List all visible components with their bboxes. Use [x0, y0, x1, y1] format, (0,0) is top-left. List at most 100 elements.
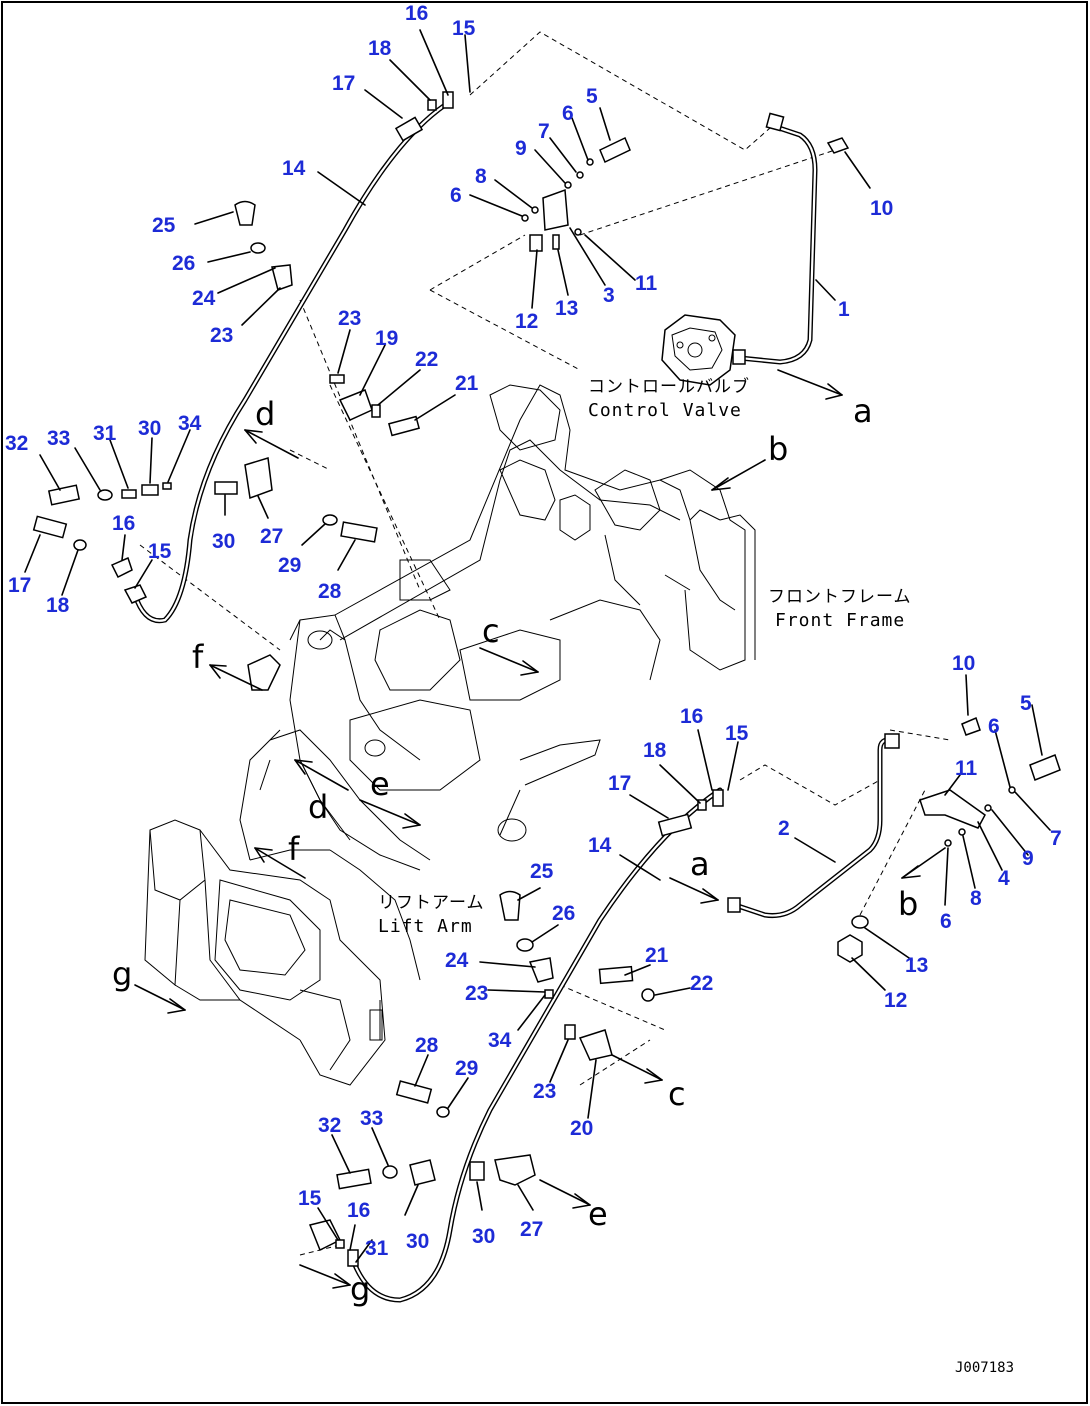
- callout-number: 2: [778, 817, 790, 840]
- callout-number: 7: [1050, 827, 1062, 850]
- callout-number: 17: [8, 574, 31, 597]
- drawing-code: J007183: [955, 1360, 1014, 1376]
- control-valve-label-en: Control Valve: [588, 400, 742, 421]
- callout-number: 23: [465, 982, 488, 1005]
- callout-number: 6: [940, 910, 952, 933]
- callout-number: 30: [472, 1225, 495, 1248]
- callout-number: 15: [452, 17, 476, 40]
- callout-number: 1: [838, 298, 850, 321]
- callout-number: 10: [952, 652, 975, 675]
- callout-number: 23: [533, 1080, 556, 1103]
- arrow-letter: c: [668, 1075, 686, 1113]
- lift-arm-drawing: [144, 729, 431, 1086]
- callout-number: 12: [515, 310, 538, 333]
- callout-number: 16: [112, 512, 135, 535]
- callout-number: 8: [475, 165, 487, 188]
- callout-number: 24: [445, 949, 469, 972]
- callout-number: 24: [192, 287, 216, 310]
- callout-number: 9: [1022, 847, 1034, 870]
- callout-number: 31: [365, 1237, 389, 1260]
- tube-2: [727, 716, 981, 918]
- hardware-right: [837, 754, 1061, 963]
- lift-arm-label-en: Lift Arm: [378, 916, 473, 937]
- callout-number: 33: [360, 1107, 383, 1130]
- callout-number: 33: [47, 427, 70, 450]
- callout-number: 5: [1020, 692, 1032, 715]
- callout-number: 15: [298, 1187, 322, 1210]
- callout-number: 18: [368, 37, 392, 60]
- callout-number: 4: [998, 867, 1010, 890]
- callout-number: 23: [210, 324, 233, 347]
- callout-number: 31: [93, 422, 117, 445]
- callout-number: 12: [884, 989, 907, 1012]
- callout-number: 14: [588, 834, 612, 857]
- callout-number: 30: [212, 530, 235, 553]
- callout-number: 8: [970, 887, 982, 910]
- callout-number: 27: [260, 525, 283, 548]
- callout-number: 26: [172, 252, 195, 275]
- front-frame-drawing: [289, 384, 756, 842]
- callout-number: 15: [725, 722, 749, 745]
- callout-number: 16: [405, 2, 428, 25]
- callout-number: 28: [318, 580, 342, 603]
- arrow-letter: e: [370, 765, 390, 803]
- hardware-left: [32, 457, 378, 691]
- callout-number: 25: [530, 860, 554, 883]
- callout-number: 29: [455, 1057, 478, 1080]
- callout-number: 11: [955, 757, 978, 780]
- callout-number: 17: [608, 772, 631, 795]
- arrow-letters: a b d c f d e f a b c g e g: [112, 392, 918, 1308]
- callout-number: 34: [178, 412, 202, 435]
- callout-number: 29: [278, 554, 301, 577]
- callout-number: 6: [562, 102, 574, 125]
- arrow-letter: b: [898, 885, 918, 923]
- callout-number: 6: [988, 715, 1000, 738]
- hardware-lower: [308, 789, 724, 1267]
- callout-number: 10: [870, 197, 893, 220]
- callout-number: 20: [570, 1117, 593, 1140]
- arrow-letter: f: [192, 638, 204, 676]
- front-frame-label-en: Front Frame: [775, 610, 905, 631]
- direction-arrows: [134, 369, 946, 1289]
- tube-1: [732, 112, 850, 365]
- callout-number: 27: [520, 1218, 543, 1241]
- callout-number: 15: [148, 540, 172, 563]
- callout-number: 23: [338, 307, 361, 330]
- callout-numbers: 16 15 18 17 14 5 6 7 9 8 6 10 11 3 13 12…: [5, 2, 1062, 1260]
- callout-number: 34: [488, 1029, 512, 1052]
- arrow-letter: g: [112, 955, 132, 993]
- arrow-letter: f: [288, 830, 300, 868]
- arrow-letter: c: [482, 612, 500, 650]
- callout-number: 14: [282, 157, 306, 180]
- callout-number: 16: [680, 705, 703, 728]
- arrow-letter: a: [690, 845, 710, 883]
- callout-number: 28: [415, 1034, 439, 1057]
- lift-arm-label-jp: リフトアーム: [378, 893, 484, 913]
- leader-lines: [24, 29, 1051, 1263]
- arrow-letter: d: [255, 395, 275, 433]
- callout-number: 22: [415, 348, 438, 371]
- callout-number: 32: [318, 1114, 341, 1137]
- callout-number: 21: [645, 944, 669, 967]
- component-labels: コントロールバルブ Control Valve フロントフレーム Front F…: [378, 376, 911, 937]
- callout-number: 7: [538, 120, 550, 143]
- callout-number: 22: [690, 972, 713, 995]
- arrow-letter: g: [350, 1270, 370, 1308]
- callout-number: 32: [5, 432, 28, 455]
- callout-number: 13: [555, 297, 578, 320]
- arrow-letter: b: [768, 430, 788, 468]
- callout-number: 6: [450, 184, 462, 207]
- control-valve-label-jp: コントロールバルブ: [588, 376, 750, 397]
- arrow-letter: d: [308, 788, 328, 826]
- callout-number: 30: [138, 417, 161, 440]
- arrow-letter: a: [853, 392, 873, 430]
- arrow-letter: e: [588, 1195, 608, 1233]
- control-valve: [661, 314, 736, 386]
- callout-number: 30: [406, 1230, 429, 1253]
- hardware-upper: [234, 91, 631, 437]
- callout-number: 16: [347, 1199, 370, 1222]
- callout-number: 25: [152, 214, 176, 237]
- callout-number: 11: [635, 272, 658, 295]
